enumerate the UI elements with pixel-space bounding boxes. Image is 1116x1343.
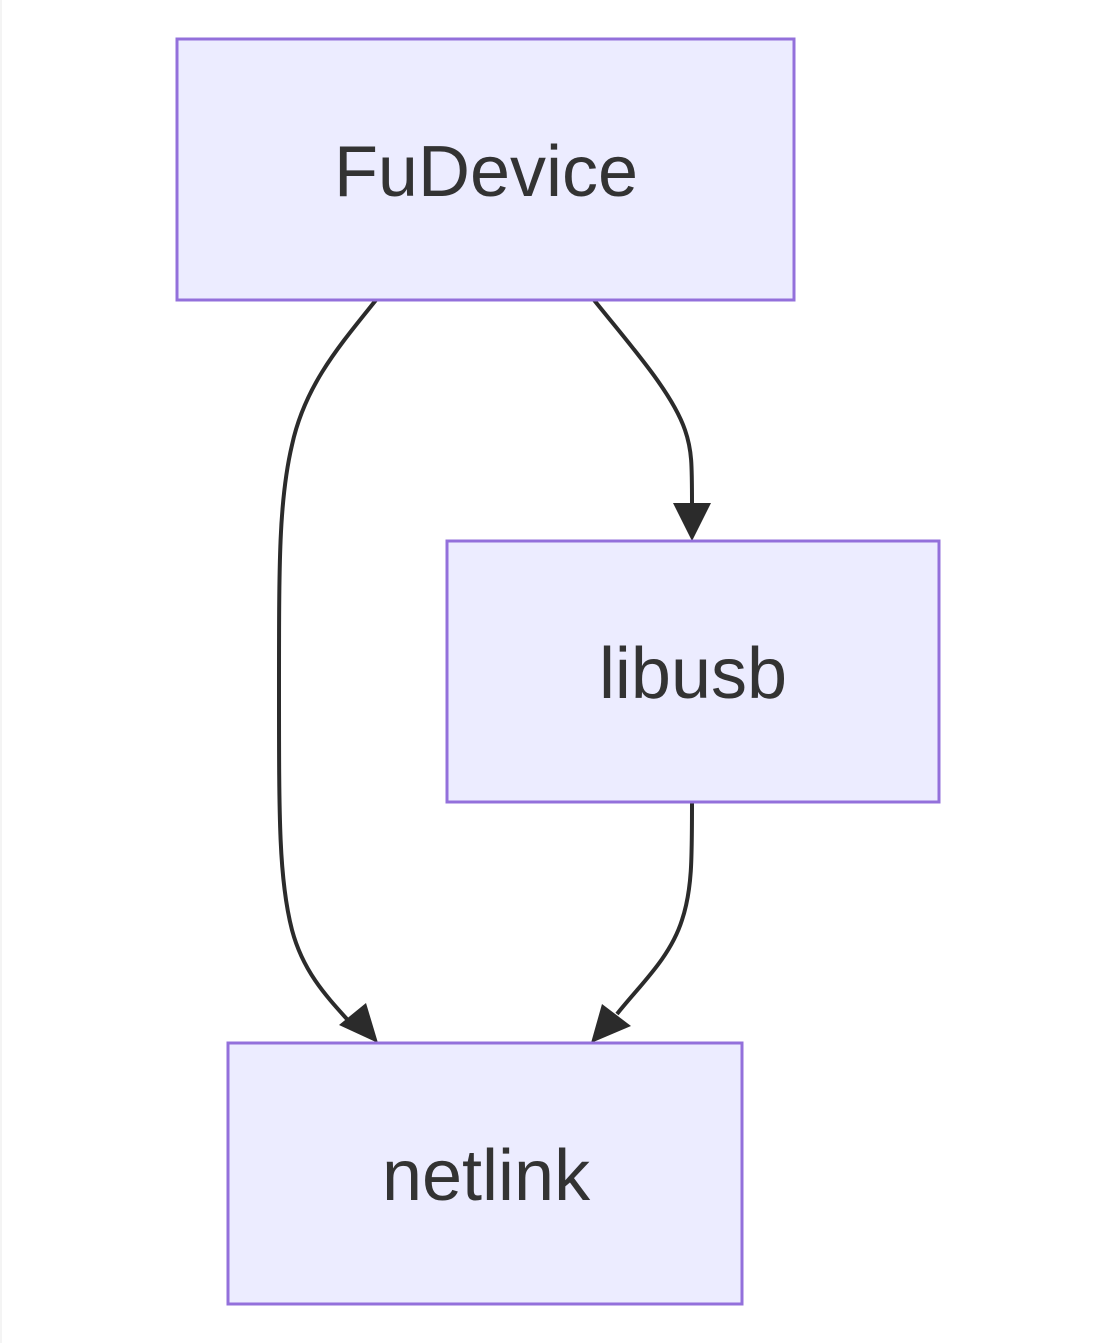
canvas-edge bbox=[0, 0, 2, 1343]
node-netlink[interactable]: netlink bbox=[226, 1041, 744, 1306]
arrowhead-fudevice-to-netlink bbox=[339, 1003, 378, 1043]
node-netlink-label: netlink bbox=[382, 1136, 591, 1216]
arrowhead-fudevice-to-libusb bbox=[673, 503, 711, 541]
node-libusb-label: libusb bbox=[599, 634, 787, 714]
node-libusb-box bbox=[445, 539, 941, 804]
node-netlink-box bbox=[226, 1041, 744, 1306]
node-fudevice-box bbox=[175, 37, 796, 302]
edges bbox=[277, 298, 711, 1043]
node-libusb[interactable]: libusb bbox=[445, 539, 941, 804]
edge-libusb-to-netlink bbox=[615, 801, 694, 1016]
node-fudevice-label: FuDevice bbox=[334, 132, 638, 212]
edge-fudevice-to-libusb bbox=[592, 298, 694, 506]
arrowhead-libusb-to-netlink bbox=[591, 1004, 631, 1043]
edge-fudevice-to-netlink bbox=[277, 298, 378, 1030]
node-fudevice[interactable]: FuDevice bbox=[175, 37, 796, 302]
